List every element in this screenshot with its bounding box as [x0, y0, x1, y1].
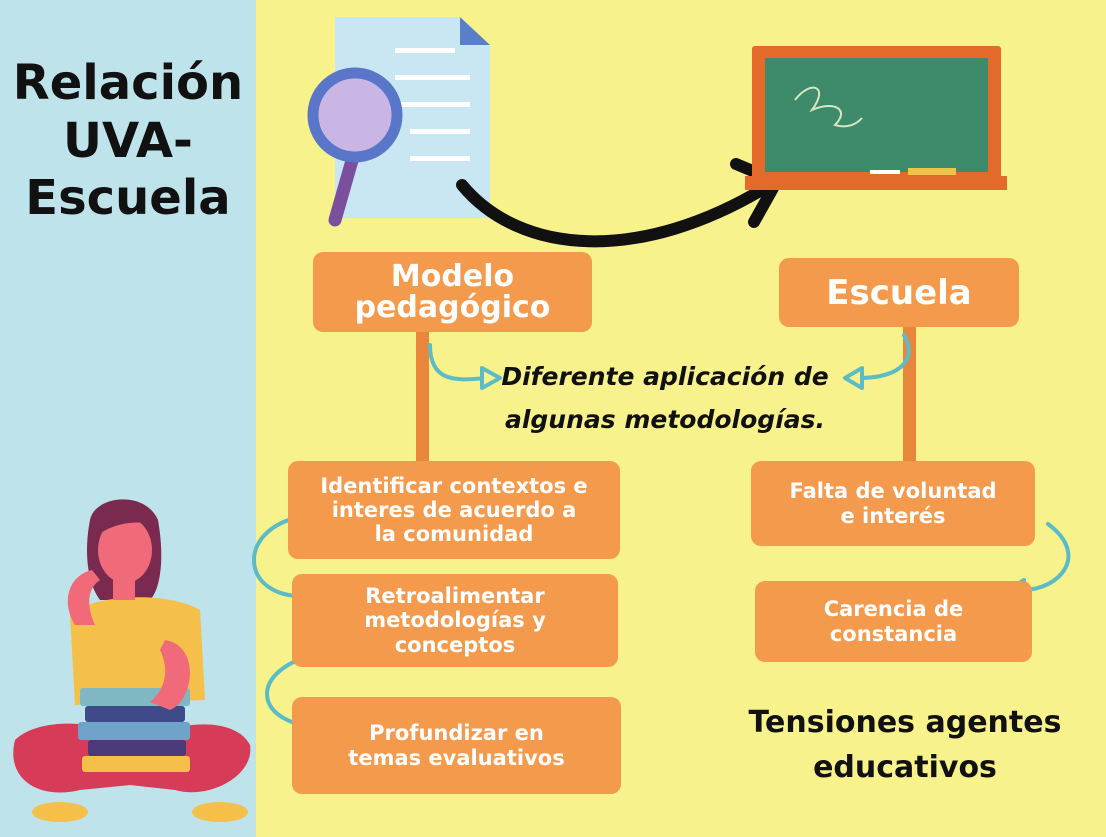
box-label: Escuela [826, 272, 972, 313]
title-line: Escuela [25, 170, 231, 227]
retroalimentar-box: Retroalimentar metodologías y conceptos [292, 574, 618, 667]
curved-arrow-icon [456, 158, 783, 248]
box-label: Retroalimentar [365, 584, 545, 609]
text-line: algunas metodologías. [504, 404, 826, 434]
title-line: Relación [12, 55, 244, 111]
profundizar-box: Profundizar en temas evaluativos [292, 697, 621, 794]
box-label: Modelo [390, 258, 515, 294]
carencia-constancia-box: Carencia de constancia [755, 581, 1032, 662]
magnifier-icon [307, 67, 403, 227]
chalkboard-icon [745, 46, 1007, 190]
box-label: e interés [840, 503, 946, 528]
box-label: interes de acuerdo a [331, 497, 577, 522]
box-label: conceptos [394, 632, 516, 657]
box-label: constancia [829, 621, 958, 646]
identificar-contextos-box: Identificar contextos e interes de acuer… [288, 461, 620, 559]
box-label: Identificar contextos e [320, 473, 588, 498]
escuela-box: Escuela [779, 258, 1019, 327]
box-label: metodologías y [364, 608, 546, 633]
falta-voluntad-box: Falta de voluntad e interés [751, 461, 1035, 546]
diferente-aplicacion-text: Diferente aplicación de algunas metodolo… [480, 356, 850, 441]
box-label: la comunidad [374, 522, 534, 547]
title-line: UVA- [63, 112, 193, 169]
box-label: Falta de voluntad [789, 479, 997, 504]
document-icon [335, 17, 490, 218]
box-label: Profundizar en [369, 721, 544, 746]
page-title: Relación UVA- Escuela [0, 55, 256, 228]
box-label: pedagógico [354, 290, 551, 325]
box-label: temas evaluativos [348, 745, 565, 770]
modelo-pedagogico-box: Modelo pedagógico [313, 252, 592, 332]
student-illustration [13, 499, 251, 822]
caption-line: educativos [813, 750, 997, 785]
tensiones-caption: Tensiones agentes educativos [715, 700, 1095, 790]
caption-line: Tensiones agentes [748, 705, 1062, 740]
box-label: Carencia de [823, 597, 964, 622]
text-line: Diferente aplicación de [501, 362, 829, 391]
